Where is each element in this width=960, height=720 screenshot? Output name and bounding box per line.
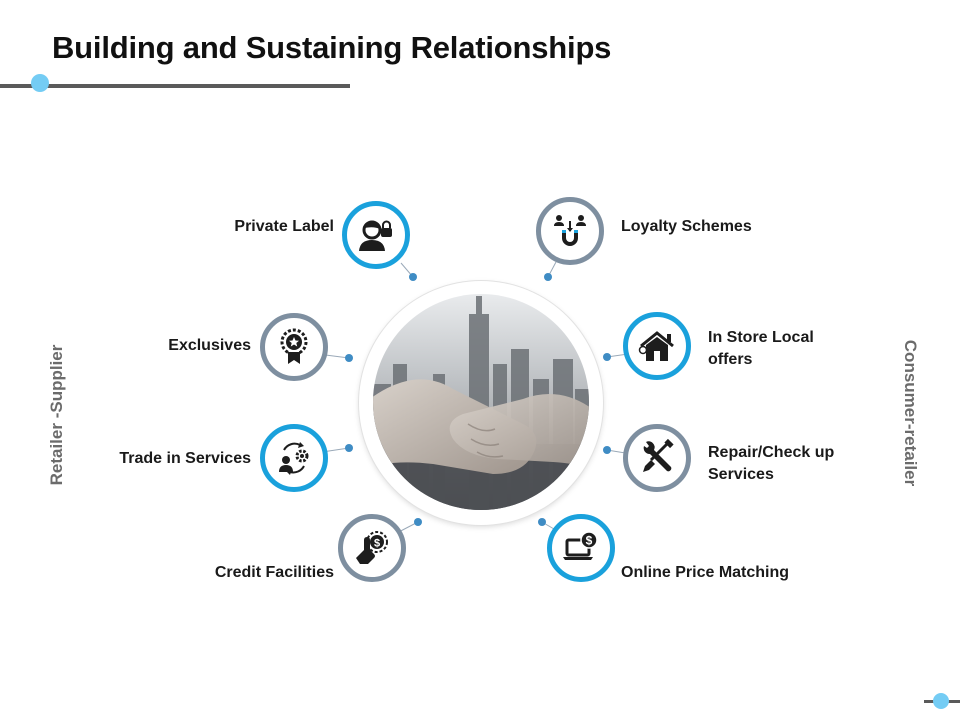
center-handshake-image: [373, 294, 589, 510]
online-price-matching-label: Online Price Matching: [621, 564, 790, 581]
trade-in-services-label: Trade in Services: [119, 450, 251, 467]
repair-check-up-services-line1: Repair/Check up: [708, 444, 835, 461]
connector-dot: [414, 518, 422, 526]
in-store-local-offers-line1: In Store Local: [708, 329, 814, 346]
connector-dot: [345, 354, 353, 362]
loyalty-schemes-label: Loyalty Schemes: [621, 218, 752, 235]
store-house-icon: [638, 331, 674, 361]
corner-accent-dot: [933, 693, 949, 709]
exclusives-icon-circle: [260, 313, 328, 381]
in-store-local-offers-icon-circle: [623, 312, 691, 380]
in-store-local-offers-line2: offers: [708, 351, 753, 368]
connector-dot: [409, 273, 417, 281]
svg-text:$: $: [374, 538, 380, 550]
connector-dot: [603, 446, 611, 454]
exclusives-label: Exclusives: [168, 337, 251, 354]
hand-dollar-coin-icon: $: [356, 531, 388, 564]
title-accent-dot: [31, 74, 49, 92]
repair-check-up-services-label: Repair/Check up Services: [708, 442, 834, 486]
connector-dot: [603, 353, 611, 361]
connector-dot: [544, 273, 552, 281]
repair-check-up-services-icon-circle: [623, 424, 691, 492]
online-price-matching-icon-circle: $: [547, 514, 615, 582]
loyalty-schemes-icon-circle: [536, 197, 604, 265]
credit-facilities-icon-circle: $: [338, 514, 406, 582]
in-store-local-offers-label: In Store Local offers: [708, 327, 814, 371]
connector-dot: [538, 518, 546, 526]
magnet-people-icon: [554, 215, 586, 246]
repair-check-up-services-line2: Services: [708, 466, 774, 483]
page-title: Building and Sustaining Relationships: [52, 30, 612, 65]
wrench-screwdriver-icon: [643, 438, 674, 472]
title-underline: [0, 84, 350, 88]
trade-in-services-icon-circle: [260, 424, 328, 492]
person-gear-cycle-icon: [279, 442, 309, 475]
connector-dot: [345, 444, 353, 452]
person-lock-icon: [359, 220, 392, 251]
private-label-icon-circle: [342, 201, 410, 269]
credit-facilities-label: Credit Facilities: [214, 564, 334, 581]
award-badge-icon: [280, 328, 308, 364]
svg-text:$: $: [586, 534, 593, 548]
laptop-dollar-icon: $: [563, 531, 598, 560]
private-label-label: Private Label: [234, 218, 334, 235]
